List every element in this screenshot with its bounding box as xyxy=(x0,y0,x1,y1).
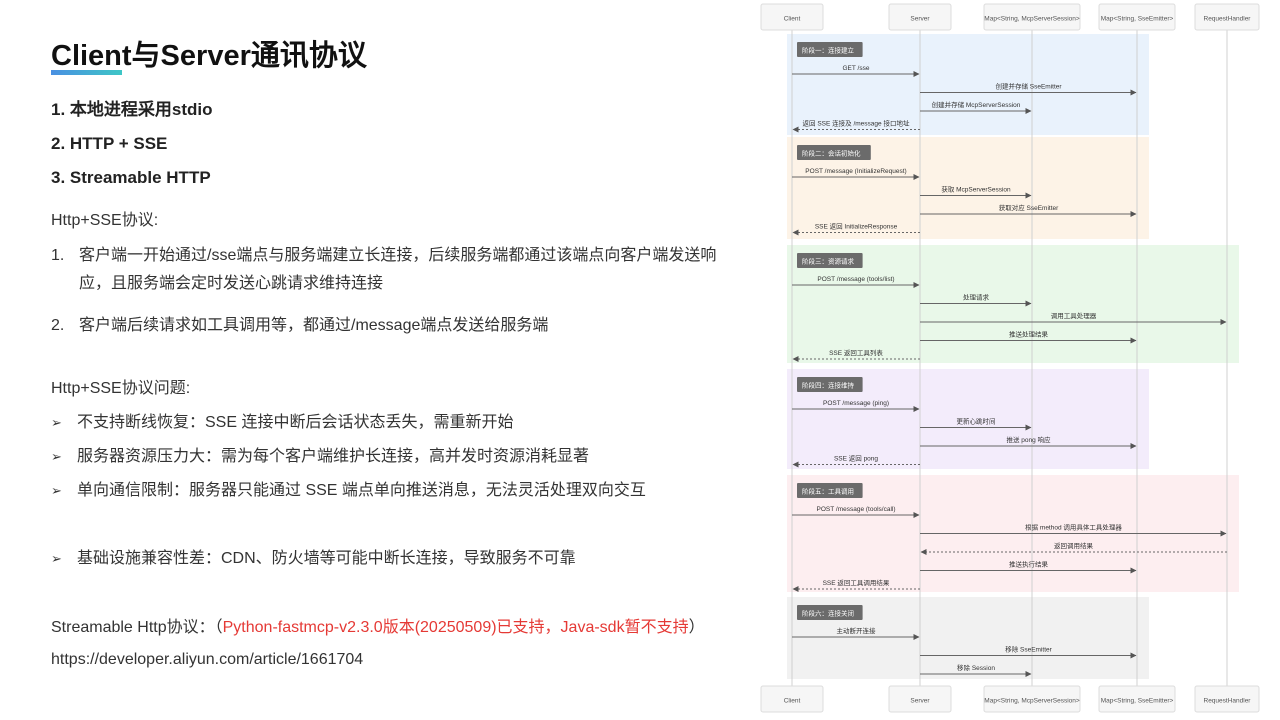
problems-heading: Http+SSE协议问题: xyxy=(51,380,191,397)
participant-label: Server xyxy=(910,698,930,705)
transport-modes-list: 1. 本地进程采用stdio 2. HTTP + SSE 3. Streamab… xyxy=(51,97,213,199)
message-label: GET /sse xyxy=(843,65,870,72)
phase-label: 阶段六：连接关闭 xyxy=(802,609,854,618)
message-label: SSE 返回工具调用结果 xyxy=(823,578,890,587)
participant-box-top xyxy=(983,3,1081,31)
participant-box-bottom xyxy=(1194,685,1260,713)
participant-box-bottom xyxy=(1098,685,1176,713)
arrow-bullet-icon: ➢ xyxy=(51,551,62,566)
sse-point-2: 2. 客户端后续请求如工具调用等，都通过/message端点发送给服务端 xyxy=(51,312,741,340)
participant-box-bottom xyxy=(888,685,952,713)
message-label: 主动断开连接 xyxy=(837,626,877,635)
participant-label: RequestHandler xyxy=(1204,16,1252,23)
arrow-bullet-icon: ➢ xyxy=(51,483,62,498)
phase-label-box xyxy=(797,145,871,160)
sse-point-2-text: 客户端后续请求如工具调用等，都通过/message端点发送给服务端 xyxy=(79,317,549,334)
message-label: 移除 SseEmitter xyxy=(1005,645,1052,654)
message-label: 根据 method 调用具体工具处理器 xyxy=(1025,523,1122,532)
phase-label-box xyxy=(797,42,863,57)
participant-label: Map<String, McpServerSession> xyxy=(984,698,1080,705)
arrow-bullet-icon: ➢ xyxy=(51,415,62,430)
phase-label-box xyxy=(797,253,863,268)
sse-heading: Http+SSE协议: xyxy=(51,212,159,229)
message-label: 调用工具处理器 xyxy=(1051,311,1097,320)
participant-box-top xyxy=(1098,3,1176,31)
message-label: 获取 McpServerSession xyxy=(941,185,1011,194)
participant-label: Client xyxy=(784,698,801,705)
participant-box-top xyxy=(888,3,952,31)
phase-label: 阶段二：会话初始化 xyxy=(802,149,861,158)
streamable-prefix: Streamable Http协议：（ xyxy=(51,619,223,636)
sse-point-1-number: 1. xyxy=(51,247,65,264)
arrow-bullet-icon: ➢ xyxy=(51,449,62,464)
phase-label: 阶段一：连接建立 xyxy=(802,46,855,55)
phase-label-box xyxy=(797,605,863,620)
participant-box-top xyxy=(760,3,824,31)
phase-label: 阶段三：资源请求 xyxy=(802,257,855,266)
mode-item-stdio: 1. 本地进程采用stdio xyxy=(51,100,213,119)
message-label: SSE 返回工具列表 xyxy=(829,348,883,357)
participant-label: RequestHandler xyxy=(1204,698,1252,705)
message-label: POST /message (InitializeRequest) xyxy=(805,168,906,175)
participant-label: Client xyxy=(784,16,801,23)
problem-text-3: 单向通信限制：服务器只能通过 SSE 端点单向推送消息，无法灵活处理双向交互 xyxy=(77,482,646,499)
participant-label: Map<String, McpServerSession> xyxy=(984,16,1080,23)
sse-point-1: 1. 客户端一开始通过/sse端点与服务端建立长连接，后续服务端都通过该端点向客… xyxy=(51,242,741,298)
message-label: 推送处理结果 xyxy=(1009,330,1049,339)
message-label: 获取对应 SseEmitter xyxy=(999,203,1059,212)
participant-label: Server xyxy=(910,16,930,23)
message-label: 返回 SSE 连接及 /message 接口地址 xyxy=(803,119,910,128)
phase-label-box xyxy=(797,483,863,498)
mode-item-streamable-http: 3. Streamable HTTP xyxy=(51,168,211,187)
problem-item-2: ➢ 服务器资源压力大：需为每个客户端维护长连接，高并发时资源消耗显著 xyxy=(51,443,741,471)
mode-item-http-sse: 2. HTTP + SSE xyxy=(51,134,168,153)
message-label: 更新心跳时间 xyxy=(957,417,996,426)
participant-box-bottom xyxy=(760,685,824,713)
page-title: Client与Server通讯协议 xyxy=(51,40,367,72)
message-label: SSE 返回 InitializeResponse xyxy=(815,223,898,231)
message-label: 处理请求 xyxy=(963,293,990,302)
participant-label: Map<String, SseEmitter> xyxy=(1101,698,1174,705)
problem-item-4: ➢ 基础设施兼容性差：CDN、防火墙等可能中断长连接，导致服务不可靠 xyxy=(51,545,741,573)
phase-label: 阶段五：工具调用 xyxy=(802,487,854,496)
streamable-support-status: Python-fastmcp-v2.3.0版本(20250509)已支持，Jav… xyxy=(222,619,689,636)
message-label: 移除 Session xyxy=(957,663,995,672)
message-label: 推送 pong 响应 xyxy=(1006,435,1051,444)
problem-text-4: 基础设施兼容性差：CDN、防火墙等可能中断长连接，导致服务不可靠 xyxy=(77,550,576,567)
problem-text-1: 不支持断线恢复：SSE 连接中断后会话状态丢失，需重新开始 xyxy=(77,414,514,431)
message-label: POST /message (tools/call) xyxy=(817,506,896,513)
message-label: 创建并存储 McpServerSession xyxy=(932,100,1021,109)
streamable-article-link[interactable]: ）https://developer.aliyun.com/article/16… xyxy=(51,619,705,668)
title-underline xyxy=(51,70,122,75)
participant-box-bottom xyxy=(983,685,1081,713)
message-label: POST /message (ping) xyxy=(823,400,889,407)
message-label: 创建并存储 SseEmitter xyxy=(995,82,1062,91)
problem-text-2: 服务器资源压力大：需为每个客户端维护长连接，高并发时资源消耗显著 xyxy=(77,448,590,465)
participant-box-top xyxy=(1194,3,1260,31)
message-label: POST /message (tools/list) xyxy=(817,276,894,283)
sse-point-2-number: 2. xyxy=(51,317,65,334)
problem-item-3: ➢ 单向通信限制：服务器只能通过 SSE 端点单向推送消息，无法灵活处理双向交互 xyxy=(51,477,741,505)
phase-label: 阶段四：连接维持 xyxy=(802,381,855,390)
message-label: SSE 返回 pong xyxy=(834,455,878,463)
phase-label-box xyxy=(797,377,863,392)
message-label: 推送执行结果 xyxy=(1009,560,1049,569)
message-label: 返回调用结果 xyxy=(1054,541,1094,550)
streamable-http-note: Streamable Http协议：（Python-fastmcp-v2.3.0… xyxy=(51,612,741,676)
problem-item-1: ➢ 不支持断线恢复：SSE 连接中断后会话状态丢失，需重新开始 xyxy=(51,409,741,437)
sse-point-1-text: 客户端一开始通过/sse端点与服务端建立长连接，后续服务端都通过该端点向客户端发… xyxy=(79,247,717,292)
participant-label: Map<String, SseEmitter> xyxy=(1101,16,1174,23)
